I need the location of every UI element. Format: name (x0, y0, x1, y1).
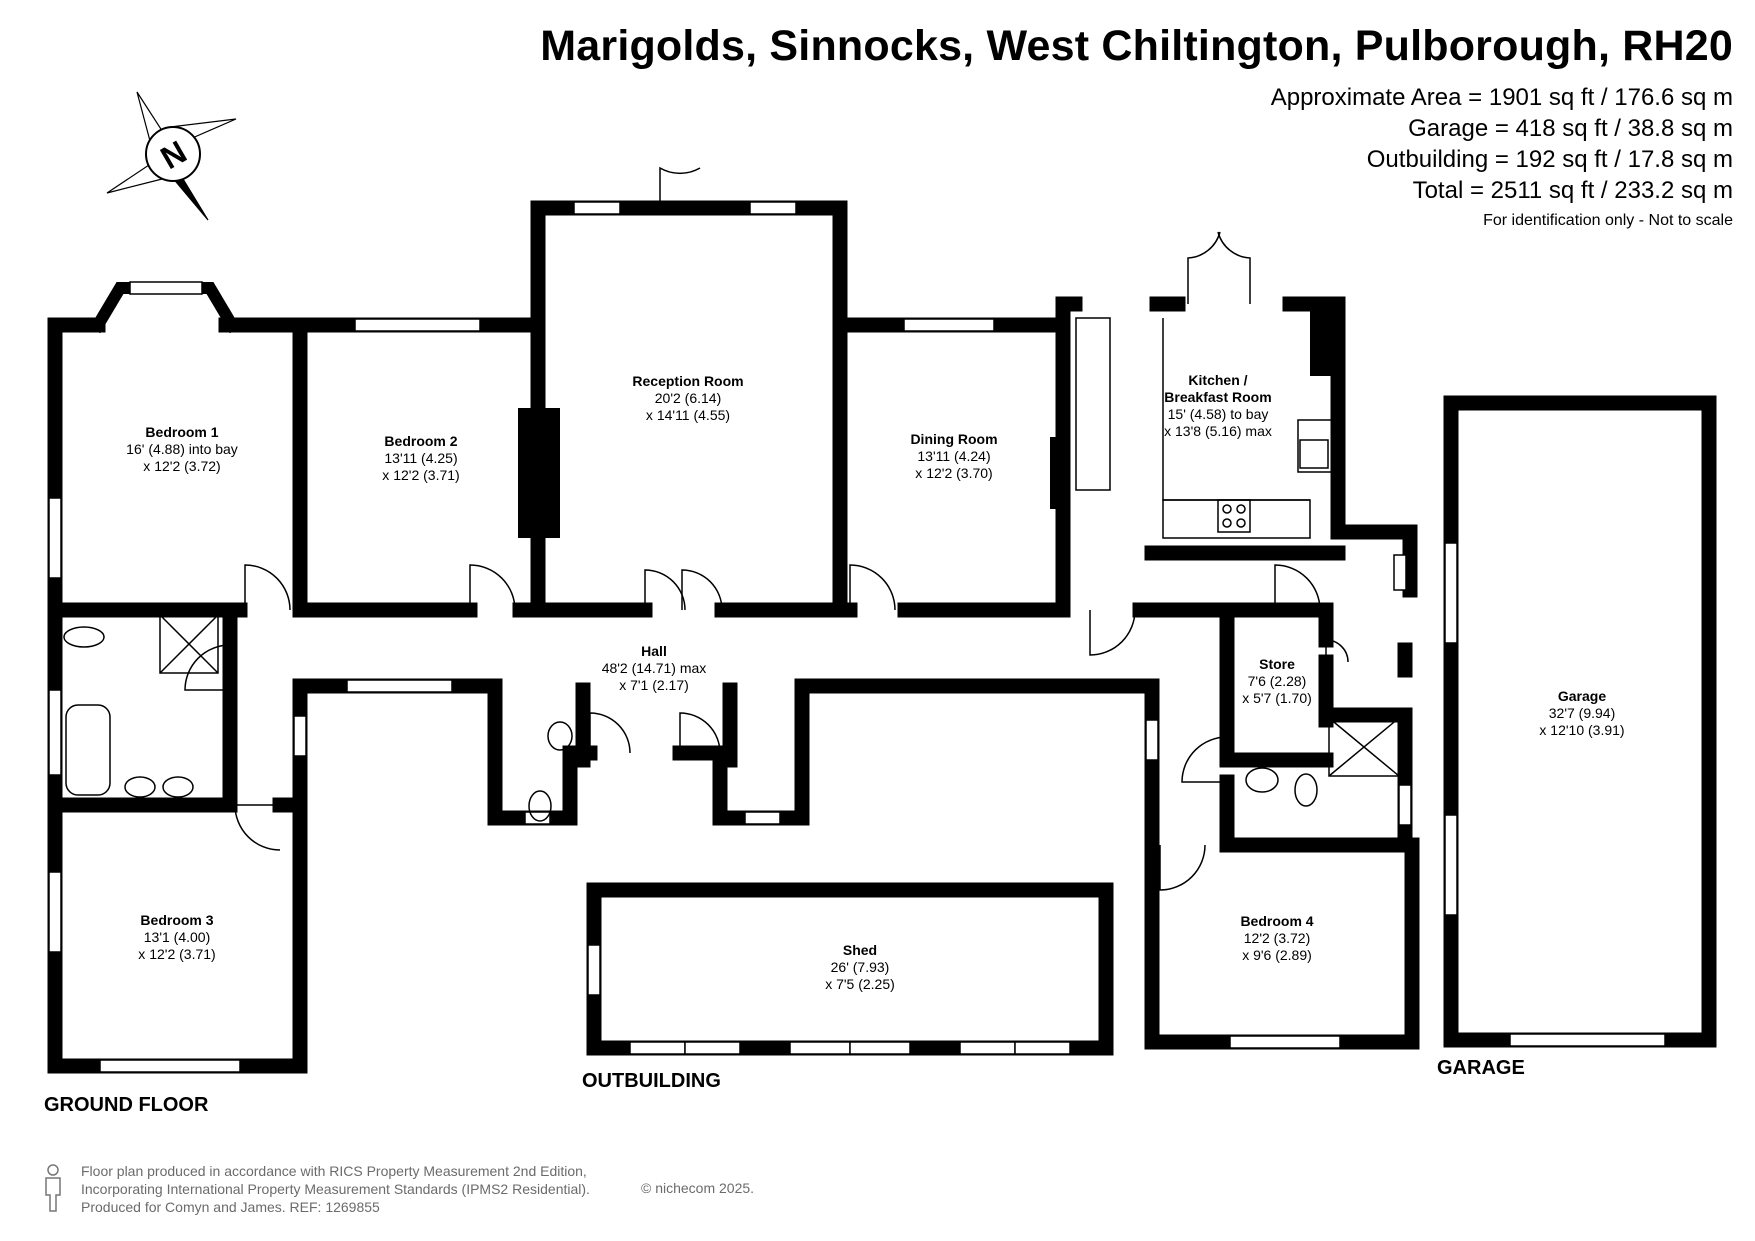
room-bedroom-4: Bedroom 4 12'2 (3.72) x 9'6 (2.89) (1240, 913, 1313, 964)
outbuilding-label: OUTBUILDING (582, 1070, 721, 1092)
room-dimension: x 9'6 (2.89) (1242, 947, 1312, 963)
room-name: Dining Room (910, 431, 998, 447)
room-name: Store (1259, 656, 1295, 672)
room-dimension: 20'2 (6.14) (654, 390, 722, 406)
room-name: Hall (641, 643, 667, 659)
windows (48, 201, 1412, 1073)
total-area: Total = 2511 sq ft / 233.2 sq m (1412, 177, 1733, 204)
garage-label: GARAGE (1437, 1057, 1525, 1079)
footer-notes: Floor plan produced in accordance with R… (81, 1162, 590, 1216)
room-dimension: 13'11 (4.25) (384, 450, 458, 466)
footer-line: Incorporating International Property Mea… (81, 1181, 590, 1197)
room-kitchen: Kitchen / Breakfast Room 15' (4.58) to b… (1164, 372, 1272, 440)
copyright-notice: © nichecom 2025. (641, 1180, 755, 1196)
room-name: Breakfast Room (1164, 389, 1272, 405)
room-dimension: 32'7 (9.94) (1548, 705, 1616, 721)
room-dimension: x 12'2 (3.70) (915, 465, 993, 481)
room-dimension: 13'11 (4.24) (917, 448, 991, 464)
property-address-title: Marigolds, Sinnocks, West Chiltington, P… (540, 22, 1733, 70)
room-dimension: 15' (4.58) to bay (1167, 406, 1269, 422)
room-dining: Dining Room 13'11 (4.24) x 12'2 (3.70) (910, 431, 997, 482)
footer-line: Produced for Comyn and James. REF: 12698… (81, 1199, 380, 1215)
room-name: Bedroom 3 (140, 912, 214, 928)
compass-rose-icon: N (106, 91, 237, 221)
outbuilding-area: Outbuilding = 192 sq ft / 17.8 sq m (1366, 146, 1733, 173)
room-dimension: x 12'2 (3.71) (138, 946, 216, 962)
chimney-breasts (518, 304, 1338, 538)
room-dimension: x 7'5 (2.25) (825, 976, 895, 992)
footer-line: Floor plan produced in accordance with R… (81, 1163, 587, 1179)
garage-area: Garage = 418 sq ft / 38.8 sq m (1408, 115, 1733, 142)
room-dimension: x 12'2 (3.71) (382, 467, 460, 483)
room-dimension: 12'2 (3.72) (1243, 930, 1311, 946)
room-reception: Reception Room 20'2 (6.14) x 14'11 (4.55… (632, 373, 743, 424)
room-name: Kitchen / (1188, 372, 1248, 388)
room-dimension: x 14'11 (4.55) (645, 407, 731, 423)
ground-floor-label: GROUND FLOOR (44, 1094, 209, 1116)
room-garage: Garage 32'7 (9.94) x 12'10 (3.91) (1539, 688, 1624, 739)
room-dimension: x 7'1 (2.17) (619, 677, 689, 693)
room-dimension: x 5'7 (1.70) (1242, 690, 1312, 706)
room-bedroom-2: Bedroom 2 13'11 (4.25) x 12'2 (3.71) (382, 433, 459, 484)
room-shed: Shed 26' (7.93) x 7'5 (2.25) (825, 942, 895, 993)
identification-note: For identification only - Not to scale (1483, 212, 1733, 229)
room-dimension: 48'2 (14.71) max (601, 660, 707, 676)
room-bedroom-1: Bedroom 1 16' (4.88) into bay x 12'2 (3.… (126, 424, 238, 475)
room-store: Store 7'6 (2.28) x 5'7 (1.70) (1242, 656, 1312, 707)
room-name: Bedroom 4 (1240, 913, 1314, 929)
room-name: Bedroom 2 (384, 433, 458, 449)
room-dimension: 7'6 (2.28) (1247, 673, 1307, 689)
room-name: Reception Room (632, 373, 744, 389)
garage-walls (1443, 395, 1717, 1048)
door-swings (184, 166, 1349, 891)
room-name: Garage (1557, 688, 1607, 704)
room-dimension: x 12'10 (3.91) (1539, 722, 1625, 738)
room-name: Bedroom 1 (145, 424, 219, 440)
shed-walls (586, 882, 1114, 1056)
room-hall: Hall 48'2 (14.71) max x 7'1 (2.17) (602, 643, 707, 694)
bathroom-fixtures (63, 614, 1400, 822)
room-bedroom-3: Bedroom 3 13'1 (4.00) x 12'2 (3.71) (138, 912, 215, 963)
person-silhouette-icon (45, 1164, 61, 1212)
room-dimension: x 12'2 (3.72) (143, 458, 221, 474)
approximate-area: Approximate Area = 1901 sq ft / 176.6 sq… (1270, 84, 1733, 111)
room-dimension: 13'1 (4.00) (143, 929, 211, 945)
kitchen-units (1075, 317, 1334, 539)
room-dimension: x 13'8 (5.16) max (1164, 423, 1272, 439)
room-name: Shed (842, 942, 878, 958)
ground-floor-walls (47, 200, 1420, 1074)
room-dimension: 16' (4.88) into bay (126, 441, 238, 457)
room-dimension: 26' (7.93) (830, 959, 890, 975)
